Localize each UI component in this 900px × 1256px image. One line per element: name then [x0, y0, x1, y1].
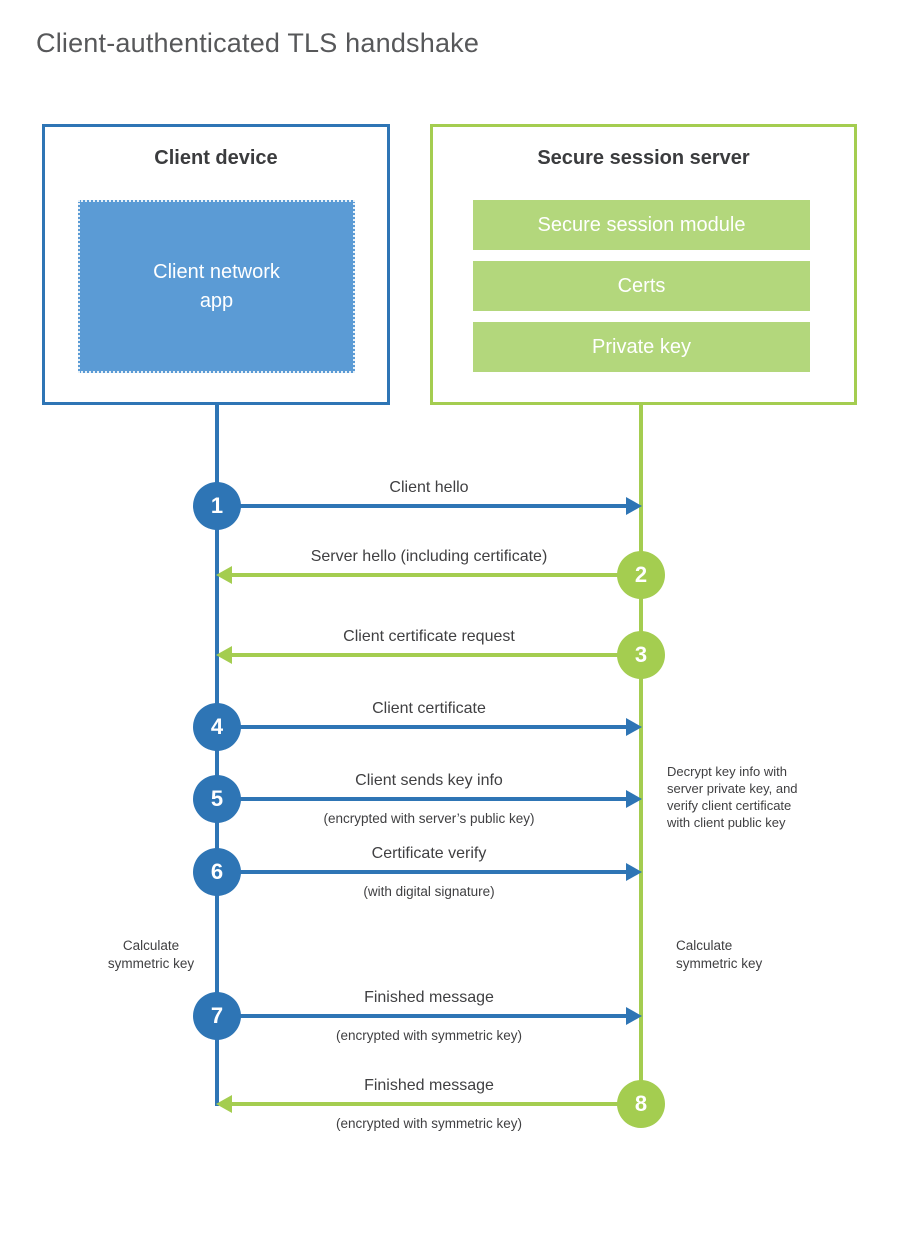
page-title: Client-authenticated TLS handshake: [36, 28, 480, 58]
arrow-head-icon: [216, 1095, 232, 1113]
step-number-badge: 7: [193, 992, 241, 1040]
step-number-badge: 6: [193, 848, 241, 896]
arrow-shaft: [217, 797, 628, 801]
step-label: Client certificate: [372, 700, 486, 717]
server-module-certs: Certs: [473, 261, 810, 311]
step-label: Client hello: [389, 479, 469, 496]
server-decrypt-note: Decrypt key info with server private key…: [667, 764, 798, 830]
client-network-app-box: Client network app: [78, 200, 355, 373]
calculate-symmetric-key-client: Calculate symmetric key: [107, 938, 195, 971]
step-number-badge: 8: [617, 1080, 665, 1128]
step-number-badge: 4: [193, 703, 241, 751]
step-sublabel: (with digital signature): [363, 884, 495, 899]
step-label: Server hello (including certificate): [310, 548, 548, 565]
client-device-title: Client device: [154, 147, 278, 169]
arrow-shaft: [230, 653, 641, 657]
server-lifeline: [639, 405, 643, 1104]
step-label: Finished message: [364, 1077, 494, 1094]
client-device-box: Client device Client network app: [42, 124, 390, 405]
step-label: Finished message: [364, 989, 494, 1006]
client-network-app-label: Client network app: [153, 260, 280, 312]
arrow-shaft: [217, 1014, 628, 1018]
arrow-head-icon: [626, 718, 642, 736]
arrow-head-icon: [626, 1007, 642, 1025]
client-lifeline: [215, 405, 219, 1106]
arrow-head-icon: [626, 497, 642, 515]
step-number-badge: 2: [617, 551, 665, 599]
arrow-head-icon: [216, 646, 232, 664]
arrow-head-icon: [216, 566, 232, 584]
calculate-symmetric-key-server: Calculate symmetric key: [676, 938, 763, 971]
secure-session-server-box: Secure session server Secure session mod…: [430, 124, 857, 405]
arrow-shaft: [217, 504, 628, 508]
arrow-shaft: [217, 725, 628, 729]
arrow-shaft: [217, 870, 628, 874]
step-sublabel: (encrypted with symmetric key): [335, 1116, 523, 1131]
server-module-secure-session-module: Secure session module: [473, 200, 810, 250]
arrow-head-icon: [626, 863, 642, 881]
secure-session-server-title: Secure session server: [537, 147, 750, 169]
step-sublabel: (encrypted with symmetric key): [335, 1028, 523, 1043]
step-number-badge: 1: [193, 482, 241, 530]
server-module-private-key: Private key: [473, 322, 810, 372]
step-label: Client certificate request: [343, 628, 515, 645]
step-label: Client sends key info: [355, 772, 503, 789]
arrow-shaft: [230, 1102, 641, 1106]
arrow-shaft: [230, 573, 641, 577]
step-number-badge: 5: [193, 775, 241, 823]
step-label: Certificate verify: [371, 845, 487, 862]
arrow-head-icon: [626, 790, 642, 808]
step-number-badge: 3: [617, 631, 665, 679]
step-sublabel: (encrypted with server’s public key): [323, 811, 535, 826]
